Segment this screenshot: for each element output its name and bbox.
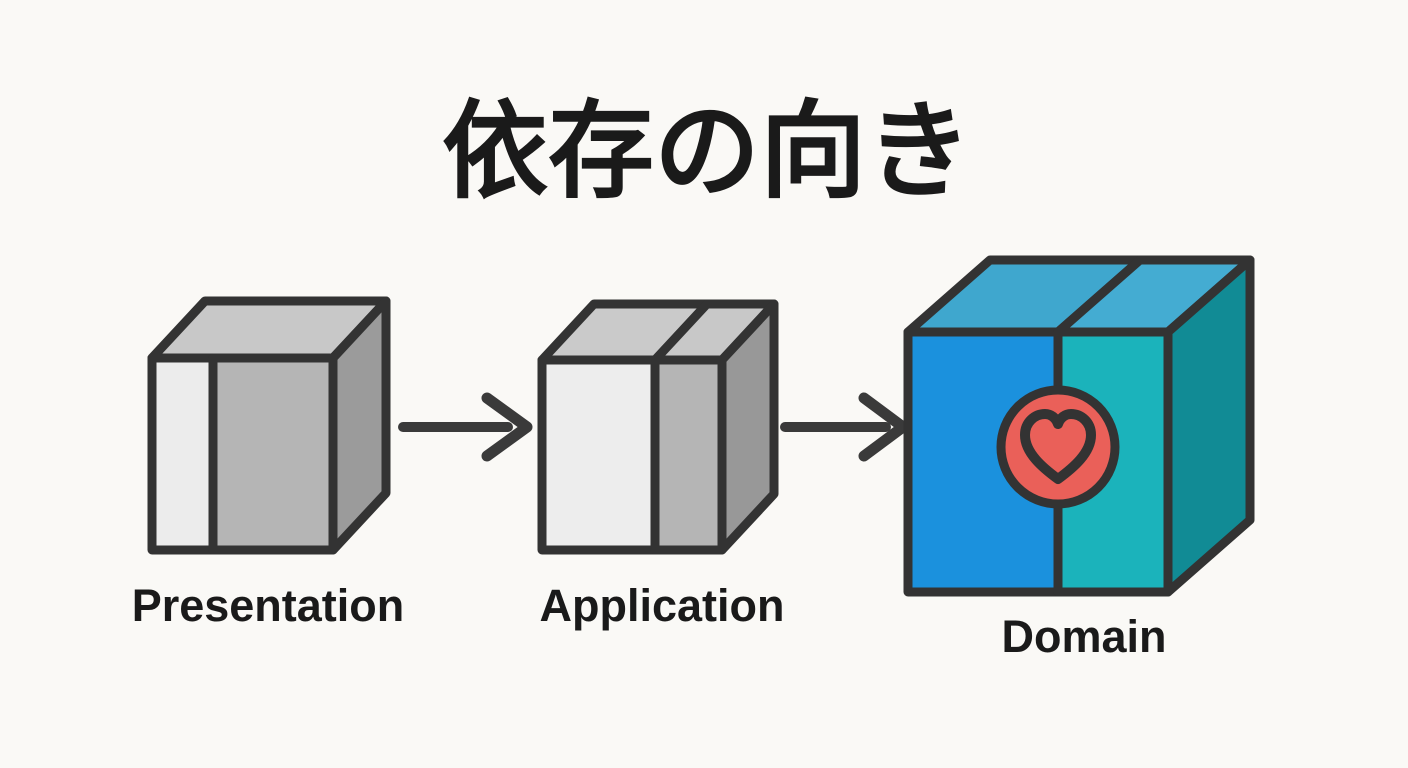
- domain-cube: [903, 255, 1255, 597]
- arrow-presentation-to-application: [398, 392, 533, 462]
- domain-label: Domain: [1001, 611, 1166, 662]
- heart-icon: [1020, 409, 1096, 484]
- application-front-right-face: [650, 355, 727, 555]
- application-cube: [537, 299, 779, 555]
- heart-badge: [996, 385, 1120, 509]
- diagram-title: 依存の向き: [442, 93, 972, 211]
- arrow-head-icon: [858, 392, 909, 462]
- application-label: Application: [540, 580, 785, 631]
- presentation-front-left-face: [147, 353, 218, 555]
- presentation-front-right-face: [208, 353, 338, 555]
- presentation-cube: [147, 296, 391, 555]
- application-front-left-face: [537, 355, 660, 555]
- arrow-application-to-domain: [780, 392, 909, 462]
- arrow-head-icon: [481, 392, 533, 462]
- badge-circle: [996, 385, 1120, 509]
- presentation-label: Presentation: [132, 580, 405, 631]
